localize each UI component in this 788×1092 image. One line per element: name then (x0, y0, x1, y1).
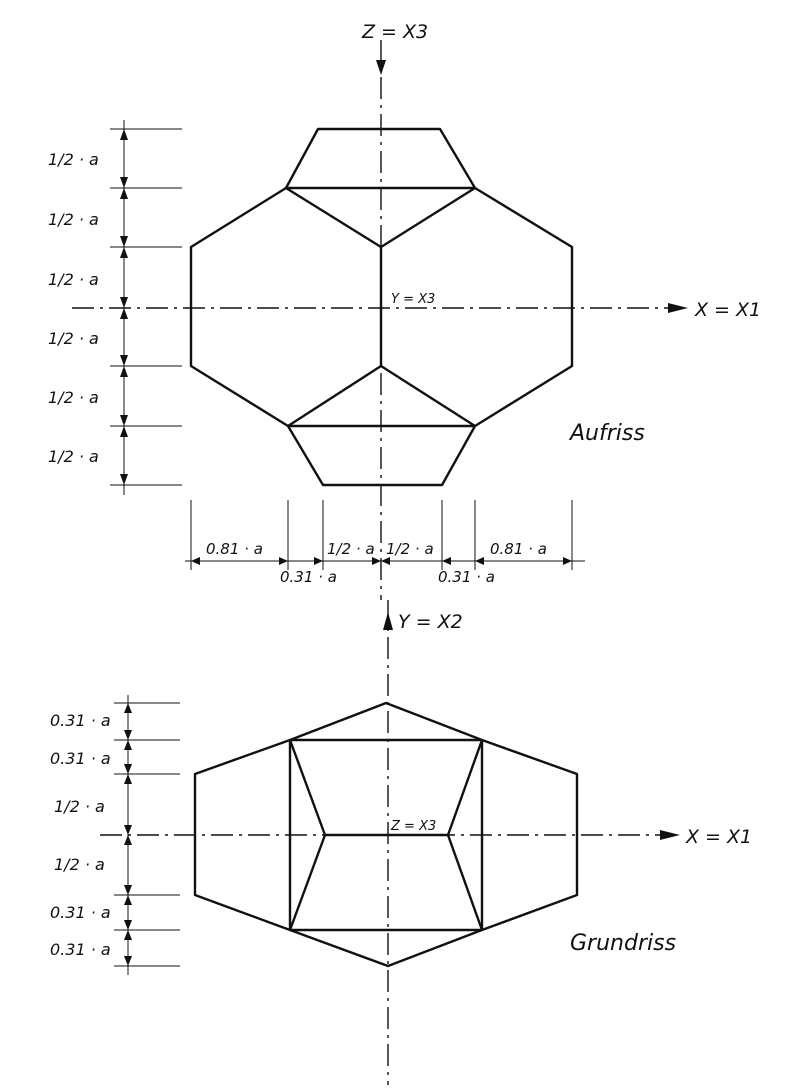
dim-label: 0.31 · a (438, 568, 495, 586)
dim-label: 0.81 · a (206, 540, 263, 558)
grundriss-outline (193, 701, 579, 968)
grundriss-view (100, 600, 680, 1085)
dim-label: 1/2 · a (48, 447, 99, 466)
dim-label: 1/2 · a (48, 388, 99, 407)
z-x3-axis-label: Z = X3 (361, 21, 428, 43)
dim-label: 1/2 · a (54, 855, 105, 874)
y-x3-center-label: Y = X3 (391, 292, 435, 307)
grundriss-label: Grundriss (570, 931, 676, 956)
dim-label: 0.31 · a (280, 568, 337, 586)
aufriss-vertical-dimensions (110, 120, 182, 495)
dim-label: 1/2 · a (386, 540, 434, 558)
dim-label: 0.31 · a (50, 749, 111, 768)
dim-label: 0.31 · a (50, 940, 111, 959)
x-axis-arrow-top (668, 303, 688, 313)
dim-label: 1/2 · a (48, 270, 99, 289)
x-x1-axis-label-top: X = X1 (694, 299, 761, 321)
y-x2-axis-label: Y = X2 (398, 611, 463, 633)
dim-label: 1/2 · a (327, 540, 375, 558)
aufriss-view (72, 40, 688, 600)
aufriss-label: Aufriss (568, 421, 645, 446)
x-axis-arrow-bottom (660, 830, 680, 840)
horizontal-dimensions (185, 500, 585, 570)
dim-label: 0.31 · a (50, 903, 111, 922)
x-x1-axis-label-bottom: X = X1 (685, 826, 752, 848)
dim-label: 1/2 · a (48, 329, 99, 348)
dim-label: 1/2 · a (54, 797, 105, 816)
z-axis-arrow (376, 60, 386, 75)
z-x3-center-label: Z = X3 (390, 819, 436, 834)
y-axis-arrow (383, 612, 393, 630)
grundriss-vertical-dimensions (114, 695, 180, 975)
dim-label: 0.81 · a (490, 540, 547, 558)
dim-label: 0.31 · a (50, 711, 111, 730)
dim-label: 1/2 · a (48, 210, 99, 229)
dim-label: 1/2 · a (48, 150, 99, 169)
